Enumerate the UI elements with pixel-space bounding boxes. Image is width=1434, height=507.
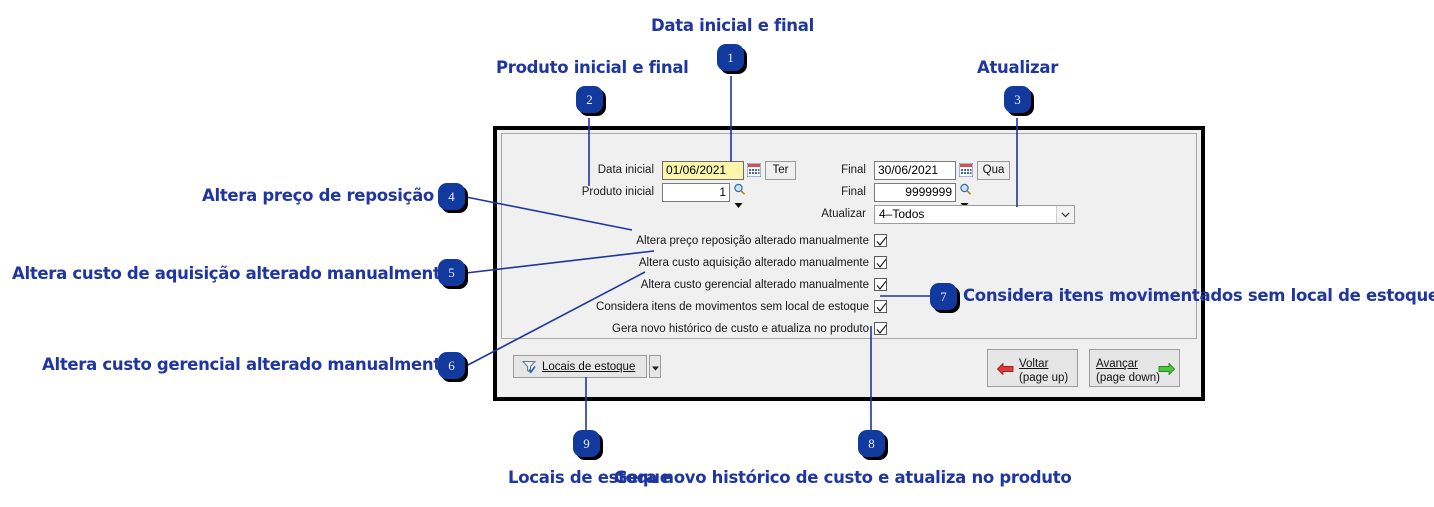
callout-label-4: Altera preço de reposição [202, 186, 434, 205]
callout-badge-5: 5 [438, 259, 465, 286]
callout-label-1: Data inicial e final [651, 16, 814, 35]
data-final-weekday: Qua [977, 161, 1010, 180]
voltar-line1: Voltar [1019, 358, 1049, 370]
callout-label-2: Produto inicial e final [496, 58, 689, 77]
arrow-right-icon [1158, 362, 1175, 376]
callout-label-3: Atualizar [977, 58, 1059, 77]
data-final-input[interactable]: 30/06/2021 [874, 161, 956, 180]
checkbox-gera-novo-historico[interactable] [874, 322, 887, 335]
dropdown-arrow-produto-final[interactable] [960, 196, 969, 208]
produto-final-label: Final [841, 186, 866, 198]
data-inicial-weekday: Ter [765, 161, 796, 180]
callout-label-7: Considera itens movimentados sem local d… [963, 286, 1434, 305]
callout-badge-1: 1 [717, 44, 744, 71]
data-inicial-label: Data inicial [597, 164, 654, 176]
checkbox-altera-custo-aquisicao[interactable] [874, 256, 887, 269]
checkbox-label: Considera itens de movimentos sem local … [596, 300, 869, 313]
atualizar-select[interactable]: 4–Todos [874, 205, 1075, 224]
checkbox-row-altera-custo-aquisicao[interactable]: Altera custo aquisição alterado manualme… [562, 254, 887, 271]
produto-inicial-label: Produto inicial [581, 186, 654, 198]
search-icon-produto-inicial[interactable] [733, 183, 746, 197]
produto-final-input[interactable]: 9999999 [874, 183, 956, 202]
data-final-label: Final [841, 164, 866, 176]
locais-de-estoque-label: Locais de estoque [542, 360, 636, 373]
callout-label-9: Locais de estoque [508, 468, 671, 487]
checkbox-label: Altera custo gerencial alterado manualme… [640, 278, 869, 291]
caret-down-icon [651, 358, 659, 376]
checkbox-row-altera-custo-gerencial[interactable]: Altera custo gerencial alterado manualme… [562, 276, 887, 293]
parameters-panel: Data inicial 01/06/2021 Ter Final 30/06/… [501, 133, 1197, 339]
locais-de-estoque-button[interactable]: Locais de estoque [513, 355, 647, 378]
callout-badge-4: 4 [438, 183, 465, 210]
checkbox-row-altera-preco-reposicao[interactable]: Altera preço reposição alterado manualme… [562, 232, 887, 249]
callout-label-8: Gera novo histórico de custo e atualiza … [614, 468, 1072, 487]
avancar-line2: (page down) [1096, 372, 1160, 384]
chevron-down-icon[interactable] [1056, 206, 1074, 223]
callout-badge-6: 6 [438, 352, 465, 379]
atualizar-label: Atualizar [821, 208, 866, 220]
callout-badge-8: 8 [858, 430, 885, 457]
checkbox-label: Gera novo histórico de custo e atualiza … [612, 322, 869, 335]
produto-inicial-input[interactable]: 1 [662, 183, 730, 202]
atualizar-selected-value: 4–Todos [879, 207, 925, 221]
callout-badge-3: 3 [1004, 86, 1031, 113]
data-inicial-input[interactable]: 01/06/2021 [662, 161, 744, 180]
cost-update-wizard-window: Data inicial 01/06/2021 Ter Final 30/06/… [493, 126, 1205, 401]
funnel-icon [522, 360, 536, 374]
checkbox-altera-custo-gerencial[interactable] [874, 278, 887, 291]
calendar-icon-end[interactable] [958, 162, 974, 178]
avancar-line1: Avançar [1096, 358, 1138, 370]
callout-badge-2: 2 [576, 86, 603, 113]
voltar-button[interactable]: Voltar (page up) [987, 349, 1078, 387]
callout-label-5: Altera custo de aquisição alterado manua… [12, 264, 452, 283]
locais-de-estoque-dropdown-button[interactable] [649, 355, 661, 378]
checkbox-label: Altera custo aquisição alterado manualme… [638, 256, 869, 269]
checkbox-considera-itens-sem-local[interactable] [874, 300, 887, 313]
checkbox-row-gera-novo-historico[interactable]: Gera novo histórico de custo e atualiza … [562, 320, 887, 337]
checkbox-altera-preco-reposicao[interactable] [874, 234, 887, 247]
dropdown-arrow-produto-inicial[interactable] [734, 196, 743, 208]
calendar-icon-start[interactable] [746, 162, 762, 178]
callout-label-6: Altera custo gerencial alterado manualme… [42, 355, 452, 374]
avancar-button[interactable]: Avançar (page down) [1089, 349, 1180, 387]
checkbox-row-considera-itens-sem-local[interactable]: Considera itens de movimentos sem local … [562, 298, 887, 315]
arrow-left-icon [997, 362, 1014, 376]
checkbox-label: Altera preço reposição alterado manualme… [636, 234, 869, 247]
search-icon-produto-final[interactable] [959, 183, 972, 197]
voltar-line2: (page up) [1019, 372, 1069, 384]
wizard-button-bar: Locais de estoque Voltar (page up) Avanç… [501, 343, 1197, 397]
callout-badge-7: 7 [930, 283, 957, 310]
callout-badge-9: 9 [573, 430, 600, 457]
